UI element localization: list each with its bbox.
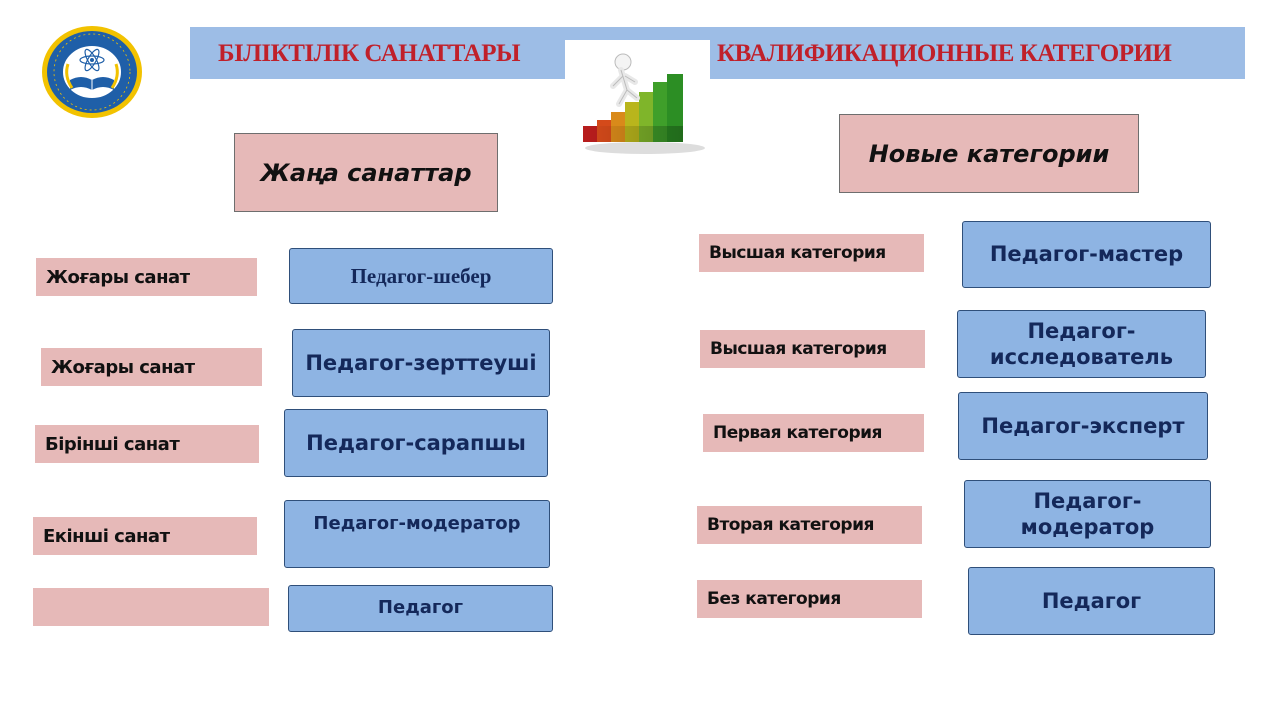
header-banner xyxy=(190,27,1245,79)
header-title-kz: БІЛІКТІЛІК САНАТТАРЫ xyxy=(218,40,521,67)
left-role-4: Педагог-модератор xyxy=(284,500,550,568)
right-role-3: Педагог-эксперт xyxy=(958,392,1208,460)
right-role-5: Педагог xyxy=(968,567,1215,635)
right-label-2: Высшая категория xyxy=(700,330,925,368)
left-role-3: Педагог-сарапшы xyxy=(284,409,548,477)
right-role-4-line1: Педагог- xyxy=(1033,488,1142,513)
right-label-4: Вторая категория xyxy=(697,506,922,544)
right-label-1: Высшая категория xyxy=(699,234,924,272)
left-role-5: Педагог xyxy=(288,585,553,632)
header-title-ru: КВАЛИФИКАЦИОННЫЕ КАТЕГОРИИ xyxy=(717,40,1172,67)
left-role-2: Педагог-зерттеуші xyxy=(292,329,550,397)
left-label-3: Бірінші санат xyxy=(35,425,259,463)
right-label-3: Первая категория xyxy=(703,414,924,452)
right-role-1: Педагог-мастер xyxy=(962,221,1211,288)
right-role-2-line2: исследователь xyxy=(989,345,1174,369)
right-role-4: Педагог- модератор xyxy=(964,480,1211,548)
left-label-4: Екінші санат xyxy=(33,517,257,555)
right-column-heading: Новые категории xyxy=(839,114,1139,193)
left-label-1: Жоғары санат xyxy=(36,258,257,296)
ministry-emblem-icon xyxy=(40,24,144,120)
left-column-heading: Жаңа санаттар xyxy=(234,133,498,212)
left-role-1: Педагог-шебер xyxy=(289,248,553,304)
left-label-5 xyxy=(33,588,269,626)
right-role-2-line1: Педагог- xyxy=(1027,318,1136,343)
right-role-2: Педагог- исследователь xyxy=(957,310,1206,378)
left-label-2: Жоғары санат xyxy=(41,348,262,386)
right-label-5: Без категория xyxy=(697,580,922,618)
growth-stairs-figure-icon xyxy=(565,40,710,168)
right-role-4-line2: модератор xyxy=(1020,515,1155,539)
